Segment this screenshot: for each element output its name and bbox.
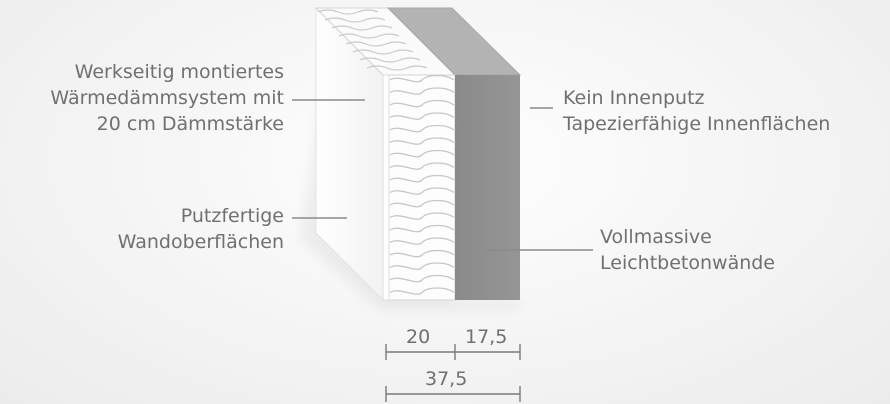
insulation-front-face (382, 74, 456, 301)
label-interior-line-1: Kein Innenputz (563, 87, 705, 109)
dim-total-thickness: 37,5 (425, 368, 468, 390)
label-interior-line-2: Tapezierfähige Innenflächen (563, 113, 831, 135)
dimension-lines (385, 344, 521, 402)
label-insulation-line-3: 20 cm Dämmstärke (96, 113, 284, 135)
label-insulation-line-1: Werkseitig montiertes (74, 61, 284, 83)
insulation-wave (389, 237, 455, 245)
insulation-wave (389, 287, 455, 295)
insulation-wave (389, 87, 455, 95)
insulation-wave (389, 149, 455, 158)
insulation-wave (389, 199, 455, 208)
label-insulation-system: Werkseitig montiertes Wärmedämmsystem mi… (50, 59, 284, 137)
insulation-wave (389, 74, 455, 83)
label-plaster-line-1: Putzfertige (180, 205, 284, 227)
insulation-wave (389, 124, 455, 133)
insulation-wave (389, 262, 455, 270)
insulation-wave (389, 174, 455, 183)
label-insulation-line-2: Wärmedämmsystem mit (50, 87, 284, 109)
label-plaster-line-2: Wandoberflächen (117, 231, 284, 253)
plaster-skin (382, 74, 390, 301)
insulation-wave (389, 137, 455, 145)
insulation-wave (389, 112, 455, 120)
leader-lines (292, 99, 593, 251)
insulation-wave (389, 212, 455, 220)
label-walls-line-1: Vollmassive (600, 226, 712, 248)
dim-insulation-thickness: 20 (406, 326, 431, 348)
insulation-wave (389, 249, 455, 258)
label-walls-line-2: Leichtbetonwände (600, 252, 775, 274)
insulation-pattern (389, 74, 455, 295)
insulation-wave (389, 224, 455, 233)
dim-wall-thickness: 17,5 (465, 326, 508, 348)
label-interior-surfaces: Kein Innenputz Tapezierfähige Innenfläch… (563, 85, 830, 137)
label-solid-walls: Vollmassive Leichtbetonwände (600, 224, 775, 276)
insulation-top-pattern (317, 9, 428, 71)
insulation-wave (389, 99, 455, 108)
insulation-wave (389, 162, 455, 170)
insulation-wave (389, 274, 455, 283)
concrete-front-face (455, 75, 520, 300)
insulation-wave (389, 187, 455, 195)
label-plaster-ready: Putzfertige Wandoberflächen (118, 203, 284, 255)
